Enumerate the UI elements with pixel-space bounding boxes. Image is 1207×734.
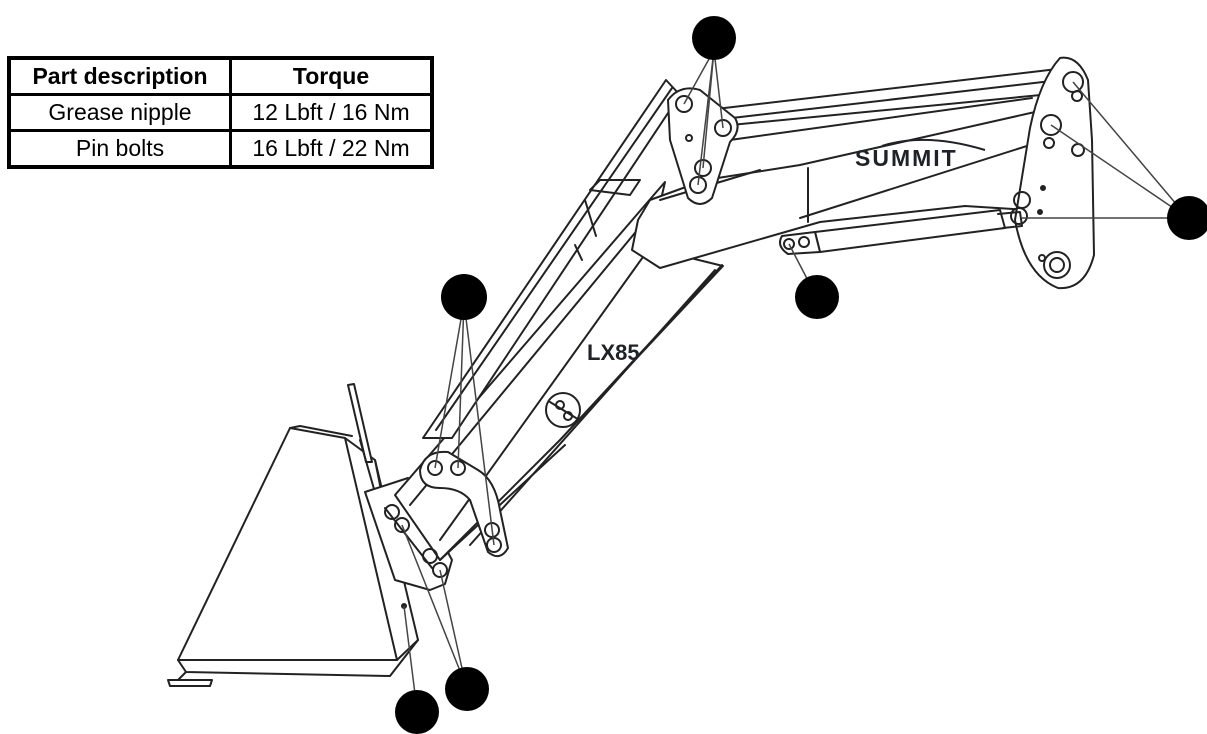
leader-lines bbox=[401, 49, 1189, 711]
callout-markers bbox=[395, 16, 1207, 734]
callout-marker bbox=[1167, 196, 1207, 240]
torque-table: Part description Torque Grease nipple 12… bbox=[7, 56, 434, 169]
table-header-row: Part description Torque bbox=[7, 56, 434, 96]
table-row: Pin bolts 16 Lbft / 22 Nm bbox=[7, 129, 434, 169]
cell-part-pin-bolts: Pin bolts bbox=[7, 129, 232, 169]
callout-marker bbox=[445, 667, 489, 711]
callout-marker bbox=[441, 274, 487, 320]
mount-tower bbox=[1014, 56, 1095, 290]
header-torque: Torque bbox=[229, 56, 434, 96]
cell-part-grease-nipple: Grease nipple bbox=[7, 93, 232, 132]
cell-torque-grease-nipple: 12 Lbft / 16 Nm bbox=[229, 93, 434, 132]
boom-arm bbox=[394, 181, 724, 561]
brand-logo: SUMMIT bbox=[855, 138, 986, 171]
brand-logo-text: SUMMIT bbox=[855, 145, 958, 171]
callout-marker bbox=[395, 690, 439, 734]
model-label: LX85 bbox=[587, 340, 640, 365]
hydraulic-cylinder bbox=[779, 209, 1023, 255]
header-part-description: Part description bbox=[7, 56, 232, 96]
callout-marker bbox=[692, 16, 736, 60]
tower-pins bbox=[1010, 71, 1084, 225]
table-row: Grease nipple 12 Lbft / 16 Nm bbox=[7, 93, 434, 132]
cell-torque-pin-bolts: 16 Lbft / 22 Nm bbox=[229, 129, 434, 169]
boom-round-cover bbox=[545, 392, 581, 428]
callout-marker bbox=[795, 275, 839, 319]
